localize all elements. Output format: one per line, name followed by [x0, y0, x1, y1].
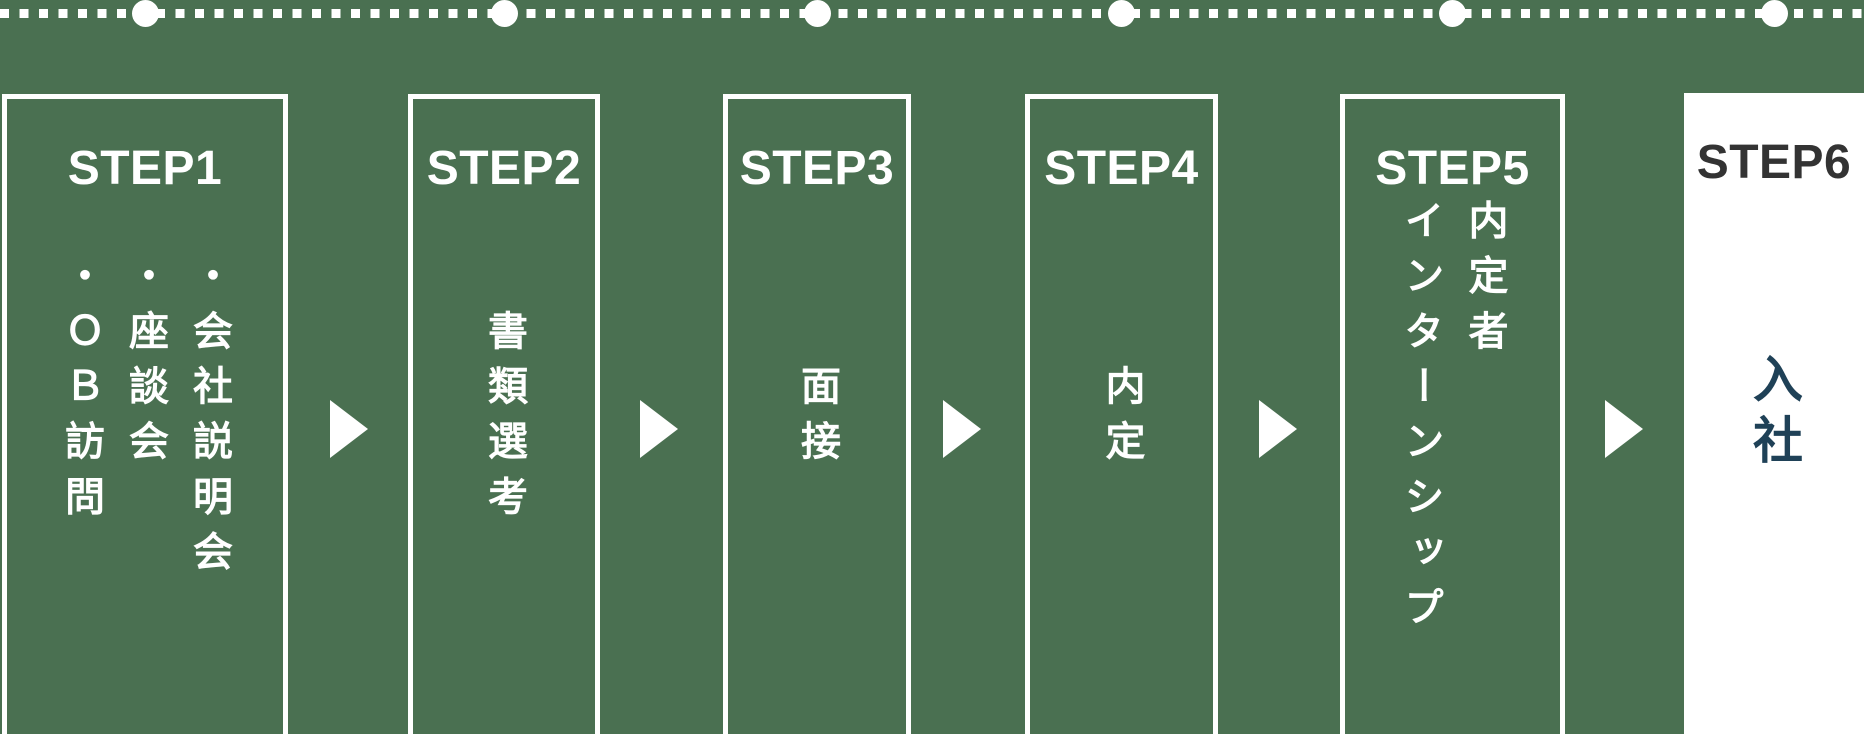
dotted-line [0, 9, 1864, 18]
arrow-icon-2 [640, 400, 678, 458]
step-5-item: 内定者 [1462, 199, 1507, 365]
step-2-item: 書類選考 [482, 309, 526, 531]
step-1-item: ・ＯＢ訪問 [59, 254, 103, 531]
step-box-3: STEP3 面接 [723, 94, 911, 740]
step-6-item: 入社 [1746, 353, 1802, 475]
step-4-content: 内定 [1090, 365, 1154, 475]
step-box-5: STEP5 内定者 インターンシップ [1340, 94, 1565, 740]
step-6-label: STEP6 [1696, 136, 1852, 189]
bottom-divider [0, 734, 1864, 740]
timeline-node-5 [1439, 0, 1466, 27]
step-5-item: インターンシップ [1398, 199, 1443, 641]
step-4-item: 内定 [1099, 364, 1144, 476]
step-1-label: STEP1 [67, 142, 223, 195]
step-3-content: 面接 [785, 365, 849, 475]
arrow-icon-1 [330, 400, 368, 458]
step-5-content: 内定者 インターンシップ [1389, 199, 1517, 641]
step-4-label: STEP4 [1044, 142, 1199, 195]
step-box-4: STEP4 内定 [1025, 94, 1218, 740]
timeline-node-2 [491, 0, 518, 27]
step-1-content: ・会社説明会 ・座談会 ・ＯＢ訪問 [49, 254, 241, 585]
step-3-item: 面接 [795, 364, 839, 476]
step-3-label: STEP3 [739, 142, 895, 195]
step-1-item: ・会社説明会 [187, 254, 231, 586]
step-2-content: 書類選考 [472, 310, 536, 531]
step-box-6-final: STEP6 入社 [1684, 93, 1864, 740]
timeline-node-1 [132, 0, 159, 27]
step-5-label: STEP5 [1375, 142, 1530, 195]
arrow-icon-5 [1605, 400, 1643, 458]
step-box-2: STEP2 書類選考 [408, 94, 600, 740]
step-2-label: STEP2 [426, 142, 582, 195]
timeline-node-3 [804, 0, 831, 27]
timeline-node-6 [1761, 0, 1788, 27]
step-box-1: STEP1 ・会社説明会 ・座談会 ・ＯＢ訪問 [2, 94, 288, 740]
step-6-content: 入社 [1739, 353, 1809, 475]
arrow-icon-4 [1259, 400, 1297, 458]
timeline-node-4 [1108, 0, 1135, 27]
arrow-icon-3 [943, 400, 981, 458]
step-1-item: ・座談会 [123, 254, 167, 476]
